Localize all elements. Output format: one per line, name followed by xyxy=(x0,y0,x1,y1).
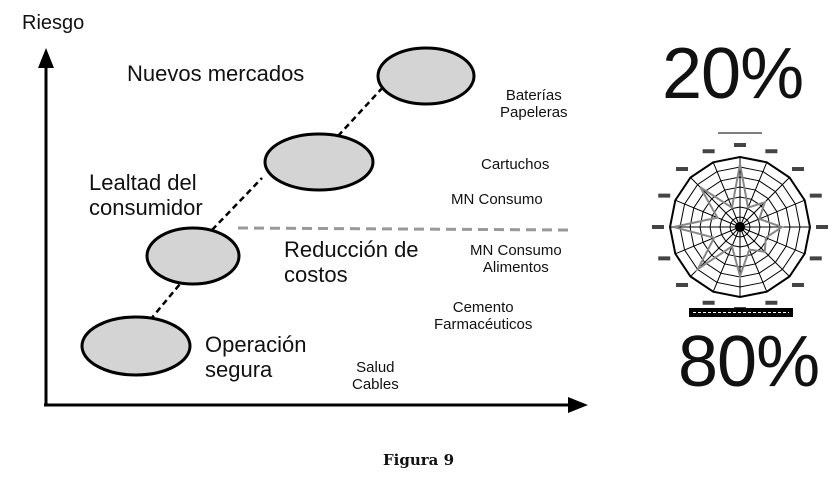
industry-label: MN Consumo Alimentos xyxy=(470,242,562,277)
radar-spoke xyxy=(712,162,741,228)
stage-label-line: costos xyxy=(284,261,348,287)
radar-axis-label xyxy=(809,256,822,261)
industry-label: MN Consumo xyxy=(451,191,543,209)
radar-chart-thumbnail xyxy=(652,132,828,311)
industry-line: Papeleras xyxy=(500,103,568,121)
stage-label-operacion: Operación segura xyxy=(205,332,307,382)
radar-axis-label xyxy=(676,282,689,287)
industry-line: Farmacéuticos xyxy=(434,315,533,333)
industry-line: MN Consumo xyxy=(451,191,543,208)
industry-label: Salud Cables xyxy=(352,359,399,394)
industry-line: Salud xyxy=(356,359,395,376)
radar-axis-label xyxy=(734,143,746,147)
radar-spoke xyxy=(739,226,768,292)
stage-label-reduccion: Reducción de costos xyxy=(284,237,419,287)
industry-label: Baterías Papeleras xyxy=(500,87,568,122)
stage-ellipse-reduccion xyxy=(145,226,241,286)
stage-label-lealtad: Lealtad del consumidor xyxy=(89,170,203,220)
threshold-line xyxy=(237,226,569,232)
stage-label-line: Lealtad del xyxy=(89,170,197,195)
radar-axis-label xyxy=(765,149,778,154)
radar-axis-label xyxy=(765,300,778,305)
radar-axis-label xyxy=(676,167,689,172)
radar-axis-label xyxy=(658,256,671,261)
industry-line: Baterías xyxy=(505,87,562,104)
industry-label: Cartuchos xyxy=(481,156,550,174)
industry-line: MN Consumo xyxy=(470,242,562,259)
radar-axis-label xyxy=(702,300,715,305)
radar-spoke xyxy=(690,177,741,228)
radar-spoke xyxy=(739,199,805,228)
industry-line: Cemento xyxy=(452,299,514,316)
radar-spoke xyxy=(675,199,741,228)
stage-label-line: Nuevos mercados xyxy=(127,61,305,86)
connector-1 xyxy=(149,277,186,321)
radar-series xyxy=(673,163,785,280)
radar-axis-label xyxy=(791,167,804,172)
x-axis-arrow-icon xyxy=(568,397,588,413)
radar-spoke xyxy=(712,226,741,292)
radar-axis-label xyxy=(658,193,671,198)
industry-line: Cables xyxy=(352,375,399,393)
radar-axis-label xyxy=(652,225,664,229)
connector-2 xyxy=(211,177,263,231)
stage-label-line: Operación xyxy=(205,332,307,357)
radar-spoke xyxy=(739,226,805,255)
radar-spoke xyxy=(739,162,768,228)
radar-spoke xyxy=(675,226,741,255)
y-axis-label: Riesgo xyxy=(22,12,85,34)
radar-axis-label xyxy=(702,149,715,154)
stage-ellipse-nuevos xyxy=(376,46,476,106)
stage-label-nuevos: Nuevos mercados xyxy=(127,61,305,87)
radar-center xyxy=(735,222,745,232)
radar-axis-label xyxy=(809,193,822,198)
connector-3 xyxy=(337,84,386,137)
percentage-bottom: 80% xyxy=(678,322,820,402)
industry-label: Cemento Farmacéuticos xyxy=(434,299,533,334)
stage-label-line: segura xyxy=(205,356,273,382)
stage-ellipse-operacion xyxy=(80,315,192,377)
radar-axis-label xyxy=(816,225,828,229)
y-axis-arrow-icon xyxy=(38,48,54,68)
stage-label-line: consumidor xyxy=(89,194,203,220)
industry-line: Alimentos xyxy=(482,258,549,276)
percentage-top: 20% xyxy=(662,34,804,114)
radar-axis-label xyxy=(791,282,804,287)
stage-label-line: Reducción de xyxy=(284,237,419,262)
stage-ellipse-lealtad xyxy=(263,132,375,192)
figure-caption: Figura 9 xyxy=(383,451,455,469)
industry-line: Cartuchos xyxy=(481,156,550,173)
